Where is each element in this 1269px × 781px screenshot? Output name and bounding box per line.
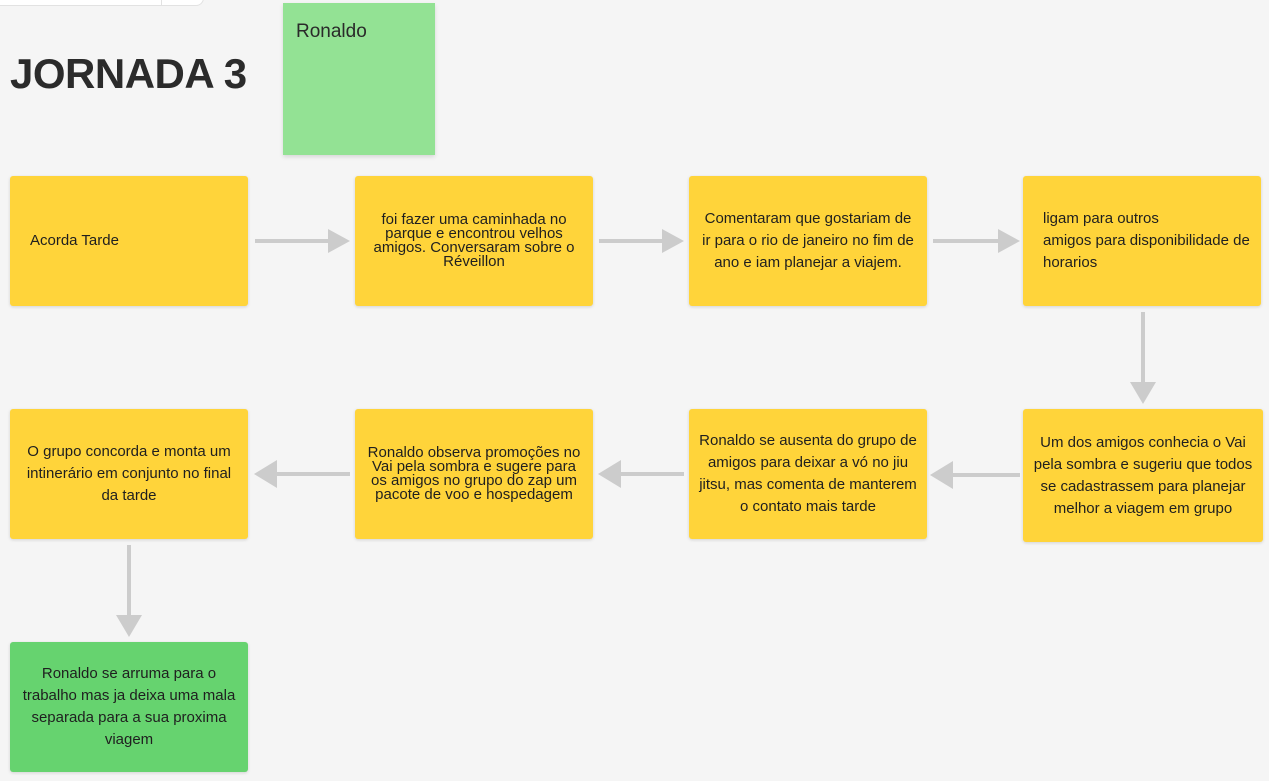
step-note-4[interactable]: ligam para outros amigos para disponibil… — [1023, 176, 1261, 306]
step-note-7[interactable]: Ronaldo observa promoções no Vai pela so… — [355, 409, 593, 539]
step-note-4-text: ligam para outros amigos para disponibil… — [1043, 210, 1250, 271]
step-note-2[interactable]: foi fazer uma caminhada no parque e enco… — [355, 176, 593, 306]
step-note-1[interactable]: Acorda Tarde — [10, 176, 248, 306]
step-note-5[interactable]: Um dos amigos conhecia o Vai pela sombra… — [1023, 409, 1263, 542]
step-note-final-text: Ronaldo se arruma para o trabalho mas ja… — [22, 665, 236, 748]
arrow-right-3 — [933, 229, 1020, 253]
step-note-final[interactable]: Ronaldo se arruma para o trabalho mas ja… — [10, 642, 248, 772]
arrow-down-2 — [116, 545, 142, 637]
step-note-6[interactable]: Ronaldo se ausenta do grupo de amigos pa… — [689, 409, 927, 539]
step-note-1-text: Acorda Tarde — [30, 232, 119, 249]
persona-name: Ronaldo — [296, 21, 367, 42]
persona-sticky-note[interactable]: Ronaldo — [283, 3, 435, 155]
arrow-left-1 — [930, 461, 1020, 489]
board-title: JORNADA 3 — [10, 50, 247, 97]
step-note-7-text: Ronaldo observa promoções no Vai pela so… — [367, 444, 581, 503]
toolbar-divider — [161, 0, 162, 5]
step-note-5-text: Um dos amigos conhecia o Vai pela sombra… — [1033, 433, 1253, 517]
arrow-left-3 — [254, 460, 350, 488]
arrow-left-2 — [598, 460, 684, 488]
arrow-right-2 — [599, 229, 684, 253]
step-note-6-text: Ronaldo se ausenta do grupo de amigos pa… — [699, 432, 917, 515]
step-note-3-text: Comentaram que gostariam de ir para o ri… — [702, 210, 914, 271]
arrow-down-1 — [1130, 312, 1156, 404]
step-note-8[interactable]: O grupo concorda e monta um intinerário … — [10, 409, 248, 539]
step-note-3[interactable]: Comentaram que gostariam de ir para o ri… — [689, 176, 927, 306]
step-note-2-text: foi fazer uma caminhada no parque e enco… — [373, 211, 575, 270]
arrow-right-1 — [255, 229, 350, 253]
step-note-8-text: O grupo concorda e monta um intinerário … — [26, 443, 232, 504]
